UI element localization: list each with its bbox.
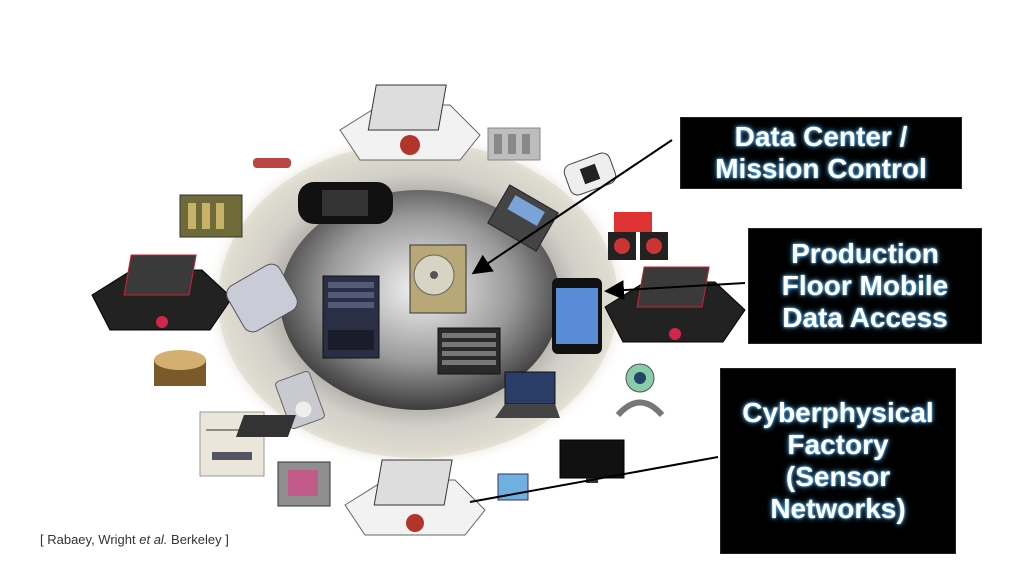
production-floor-line-2: Floor Mobile	[781, 269, 949, 301]
citation-etal: et al.	[139, 532, 168, 547]
citation: [ Rabaey, Wright et al. Berkeley ]	[40, 532, 229, 547]
laptop-icon	[495, 371, 560, 418]
circuit-board-icon	[179, 194, 243, 238]
webcam-icon	[615, 363, 665, 418]
battery-cell-icon	[154, 350, 206, 386]
arrow-to-production-floor	[604, 280, 746, 301]
pink-chip-icon	[277, 461, 331, 507]
speaker-pair-icon	[608, 212, 668, 260]
production-floor-line-1: Production	[791, 237, 939, 269]
wrist-watch-icon	[563, 152, 617, 196]
sensor-node-right-icon	[604, 266, 746, 343]
cyberphysical-line-4: Networks)	[770, 493, 906, 525]
mesh-grid-icon	[487, 127, 541, 161]
sensor-node-top-icon	[339, 84, 481, 161]
flat-monitor-icon	[559, 439, 625, 483]
iphone-icon	[552, 278, 602, 354]
citation-suffix: Berkeley ]	[167, 532, 229, 547]
cyberphysical-line-2: Factory	[787, 428, 889, 460]
ipod-icon	[275, 370, 325, 430]
tablet-device-icon	[235, 415, 296, 437]
cyberphysical-label-box: Cyberphysical Factory (Sensor Networks)	[720, 368, 956, 554]
data-center-label-box: Data Center / Mission Control	[680, 117, 962, 189]
arrow-to-cyberphysical	[469, 456, 719, 503]
production-floor-line-3: Data Access	[782, 302, 948, 334]
data-center-line-1: Data Center /	[734, 120, 908, 152]
sensor-node-bottom-icon	[344, 459, 486, 536]
citation-prefix: [ Rabaey, Wright	[40, 532, 140, 547]
cyberphysical-line-3: (Sensor	[785, 461, 891, 492]
flip-phone-icon	[226, 263, 298, 333]
data-center-line-2: Mission Control	[715, 153, 927, 184]
arrow-to-data-center	[471, 139, 673, 275]
software-box-icon	[497, 473, 529, 501]
production-floor-label-box: Production Floor Mobile Data Access	[748, 228, 982, 344]
hard-drive-icon	[409, 244, 467, 314]
fiber-connector-icon	[253, 158, 291, 168]
sensor-node-left-icon	[91, 254, 233, 331]
blade-server-icon	[437, 327, 501, 375]
psp-console-icon	[298, 182, 393, 224]
smartphone-keyboard-icon	[487, 184, 559, 252]
cyberphysical-line-1: Cyberphysical	[742, 396, 934, 428]
server-rack-icon	[322, 275, 380, 359]
